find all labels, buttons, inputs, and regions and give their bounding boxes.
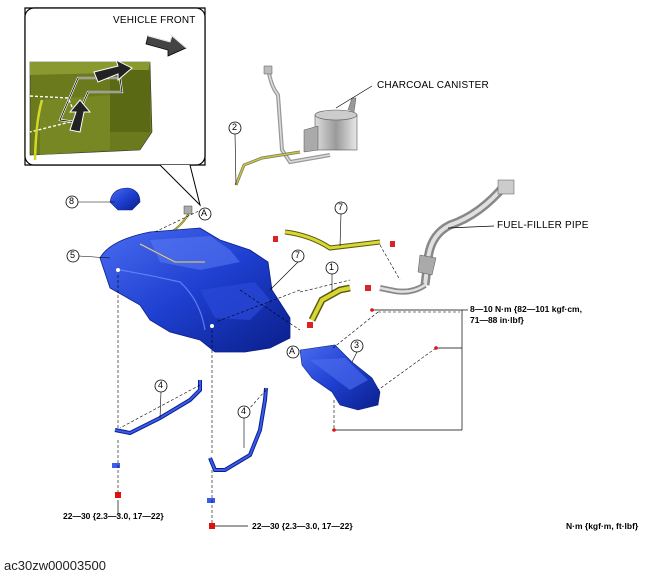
callout-6: 7 — [338, 202, 344, 212]
callout-leaders — [78, 133, 358, 448]
bolt-markers — [115, 308, 438, 529]
tank-straps-4 — [112, 380, 268, 503]
figure-code: ac30zw00003500 — [4, 558, 106, 573]
torque-spec-heat-shield-line1: 8—10 N·m {82—101 kgf·cm, — [470, 304, 582, 314]
callout-4-left: 4 — [158, 380, 164, 390]
inset-detail — [24, 7, 206, 207]
torque-spec-heat-shield: 8—10 N·m {82—101 kgf·cm, 71—88 in·lbf} — [470, 304, 582, 325]
vehicle-front-arrow — [145, 35, 187, 57]
torque-spec-strap-right: 22—30 {2.3—3.0, 17—22} — [252, 521, 353, 531]
callout-1: 1 — [329, 262, 335, 272]
hose-1 — [307, 284, 371, 328]
reference-mark-a-upper: A — [201, 208, 208, 218]
reference-mark-a-lower: A — [289, 346, 296, 356]
torque-bracket-lines — [117, 309, 468, 527]
label-fuel-filler-pipe: FUEL-FILLER PIPE — [497, 220, 589, 231]
fuel-filler-pipe — [379, 179, 515, 295]
assembly-lines — [117, 207, 460, 525]
charcoal-canister-assembly — [263, 65, 373, 165]
label-charcoal-canister: CHARCOAL CANISTER — [377, 80, 489, 91]
torque-spec-strap-left: 22—30 {2.3—3.0, 17—22} — [63, 511, 164, 521]
callout-circles — [65, 121, 364, 419]
callout-8: 8 — [69, 196, 75, 206]
callout-7: 7 — [295, 250, 301, 260]
service-cover-8 — [109, 187, 141, 211]
callout-5: 5 — [70, 250, 76, 260]
hose-6 — [273, 229, 395, 251]
fuel-tank-5 — [99, 227, 291, 353]
label-vehicle-front: VEHICLE FRONT — [113, 15, 196, 26]
callout-3: 3 — [354, 340, 360, 350]
callout-2: 2 — [232, 122, 238, 132]
heat-insulator-3 — [299, 344, 381, 411]
unit-note: N·m {kgf·m, ft·lbf} — [566, 521, 639, 531]
torque-spec-heat-shield-line2: 71—88 in·lbf} — [470, 314, 524, 325]
callout-4-right: 4 — [241, 406, 247, 416]
